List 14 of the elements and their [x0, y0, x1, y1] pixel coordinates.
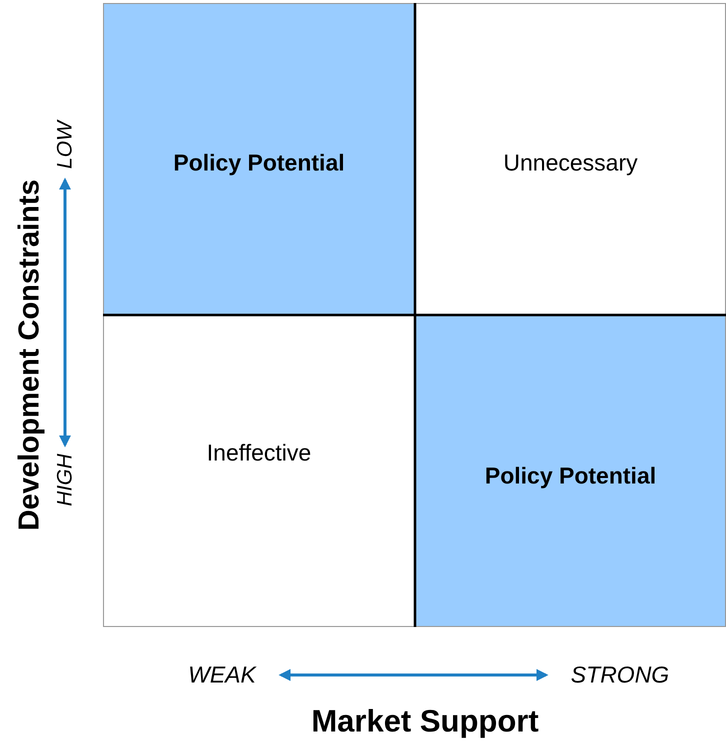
quadrant-label: Unnecessary: [502, 150, 639, 176]
axis-label: HIGH: [54, 454, 76, 506]
quadrant-label: Policy Potential: [484, 462, 658, 490]
axis-label: STRONG: [570, 664, 670, 686]
quadrant-box: [103, 315, 415, 627]
axis-label: LOW: [54, 121, 76, 169]
axis-title: Market Support: [311, 706, 539, 736]
axis-label: WEAK: [188, 664, 256, 686]
quadrant-box: [415, 315, 726, 627]
quadrant-box: [415, 3, 726, 315]
quadrant-label: Ineffective: [206, 440, 312, 466]
quadrant-box: [103, 3, 415, 315]
axis-title: Development Constraints: [16, 179, 44, 531]
quadrant-label: Policy Potential: [172, 150, 346, 176]
